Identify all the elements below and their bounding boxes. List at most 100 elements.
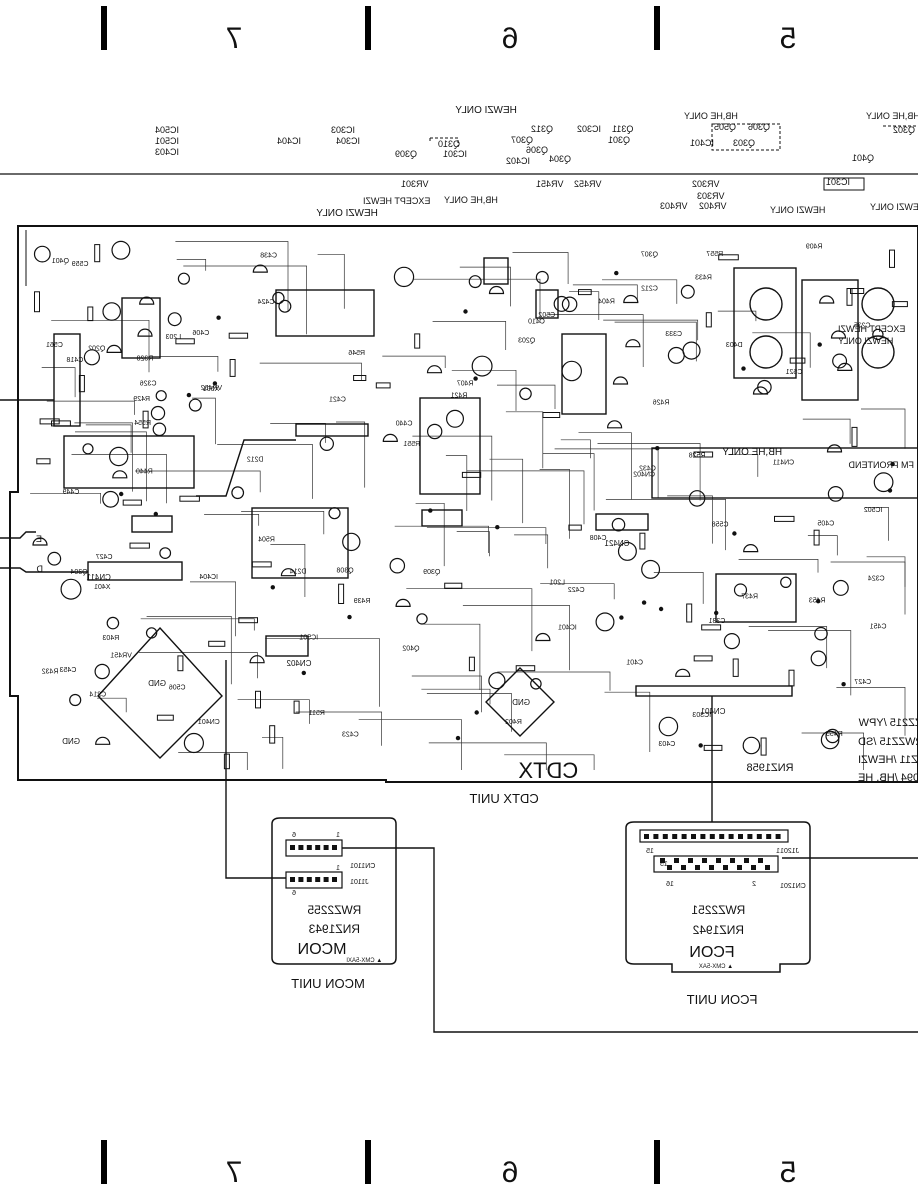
component-label: C423 [342, 731, 359, 738]
header-label: VR452 [574, 179, 602, 189]
pcb-trace [204, 514, 260, 526]
pin-mark: 1 [336, 832, 340, 839]
zone-number: 6 [502, 1156, 519, 1188]
resistor-outline [255, 690, 261, 709]
transistor-outline [675, 668, 691, 677]
header-label: Q309 [395, 149, 417, 159]
capacitor-outline [617, 541, 637, 561]
connector-pin [323, 877, 329, 882]
transistor-outline [612, 376, 629, 385]
component-label: D403 [726, 342, 743, 349]
component-label-layer: R557R528C558C521Q309IC303VR451Q308C333Q3… [42, 244, 887, 749]
component-layer [32, 240, 908, 770]
component-label: R453 [809, 597, 826, 604]
capacitor-outline [47, 551, 62, 566]
connector-pin [719, 834, 725, 839]
capacitor-outline [682, 341, 701, 360]
resistor-outline [223, 753, 230, 770]
resistor-outline [850, 288, 865, 294]
capacitor-outline [155, 390, 167, 402]
connector-j1101 [285, 871, 343, 889]
ic-block [715, 573, 797, 623]
pcb-trace [866, 556, 906, 587]
pcb-trace [426, 693, 512, 732]
resistor-outline [338, 583, 345, 605]
resistor-outline [229, 359, 236, 377]
capacitor-outline [832, 579, 849, 596]
component-label: C561 [46, 342, 63, 349]
pcb-trace [466, 470, 585, 525]
capacitor-outline [33, 245, 51, 263]
resistor-outline [542, 412, 561, 418]
component-label: X501 [203, 386, 219, 393]
component-label: L203 [166, 334, 182, 341]
pcb-trace [85, 424, 132, 453]
component-label: C212 [641, 285, 658, 292]
connector-pin [681, 834, 687, 839]
transistor-outline [488, 285, 505, 295]
pcb-trace [46, 400, 135, 415]
resistor-outline [701, 624, 722, 631]
component-label: R432 [42, 668, 59, 675]
header-label: Q306 [748, 122, 770, 132]
ic-block [131, 515, 173, 533]
connector-pin [716, 858, 721, 863]
solder-pad [816, 599, 821, 604]
transistor-outline [819, 295, 835, 304]
capacitor-outline [872, 328, 884, 341]
header-label: Q303 [733, 138, 755, 148]
component-label: R455 [826, 731, 843, 738]
dashed-bracket [429, 137, 459, 147]
connector-pin [730, 858, 735, 863]
solder-pad [841, 682, 846, 687]
component-label: CN401 [198, 719, 220, 726]
header-brackets [0, 123, 918, 191]
wire [0, 567, 88, 573]
header-label: IC501 [155, 136, 179, 146]
resistor-outline [578, 289, 592, 296]
header-label: HB,HE ONLY [444, 195, 498, 205]
header-label: IC301 [443, 149, 467, 159]
capacitor-outline [595, 612, 615, 632]
component-label: R429 [133, 396, 150, 403]
pcb-trace [265, 638, 380, 707]
board-outline [9, 225, 918, 783]
component-label: Q203 [518, 338, 535, 345]
ic-block [561, 333, 607, 415]
component-label: R554 [134, 420, 151, 427]
transistor-outline [137, 328, 153, 337]
resistor-outline [891, 301, 908, 308]
capacitor-outline [60, 578, 82, 600]
component-label: C559 [72, 261, 89, 268]
header-label: VR402 [699, 201, 727, 211]
capacitor-outline [188, 398, 202, 412]
header-label: Q505 [714, 122, 736, 132]
component-label: R433 [695, 274, 712, 281]
resistor-outline [177, 655, 184, 672]
capacitor-outline [177, 272, 190, 285]
model-note: RWZZ094 /HB, HE [858, 772, 918, 784]
zone-number: 5 [780, 1156, 797, 1188]
pcb-trace [432, 321, 507, 350]
component-label: C401 [626, 659, 643, 666]
capacitor-outline [427, 423, 443, 440]
connector-pin [737, 865, 742, 870]
capacitor-outline [658, 716, 679, 737]
solder-pad [495, 525, 500, 530]
header-label: IC404 [277, 136, 301, 146]
component-label: C214 [89, 692, 106, 699]
pcb-trace [146, 616, 232, 685]
pcb-trace [539, 469, 570, 539]
ic-block [595, 513, 649, 531]
transistor-outline [95, 736, 111, 745]
pcb-trace [415, 502, 445, 567]
solder-pad [463, 309, 468, 314]
pcb-trace [738, 559, 819, 573]
header-label: IC304 [336, 136, 360, 146]
capacitor-outline [519, 387, 532, 401]
pcb-trace [861, 408, 906, 449]
connector-pin [728, 834, 734, 839]
pcb-trace [514, 534, 549, 569]
zone-divider [365, 6, 371, 50]
pcb-trace [422, 623, 481, 690]
